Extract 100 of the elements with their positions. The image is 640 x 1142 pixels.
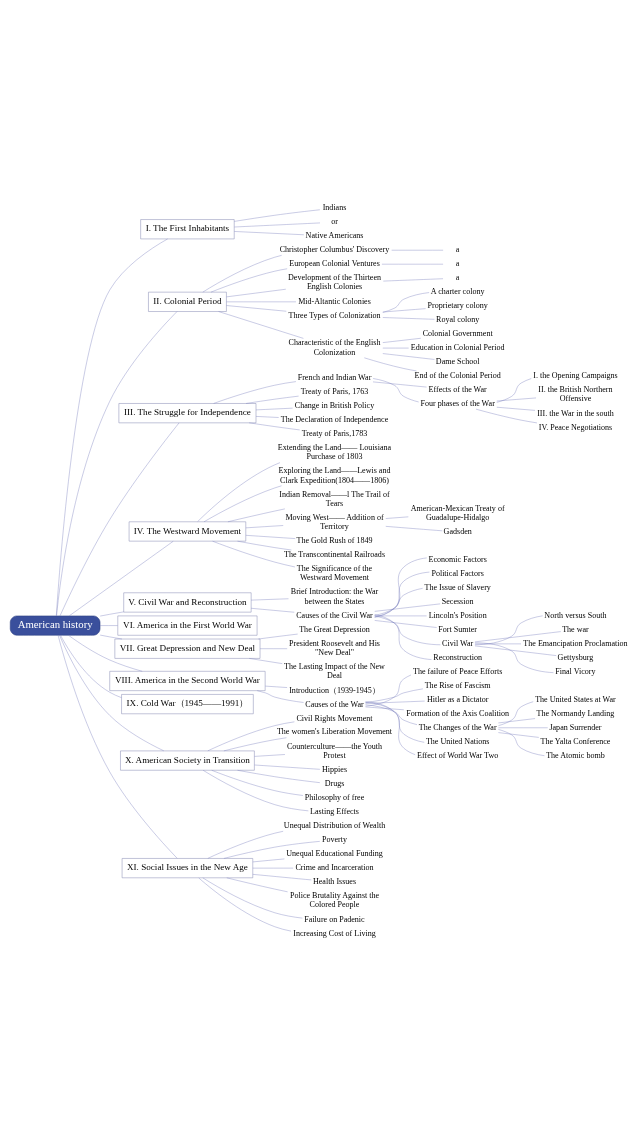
- connector: [202, 255, 282, 293]
- connector: [100, 611, 124, 617]
- node-text: Lincoln's Position: [428, 610, 487, 620]
- connector: [365, 702, 425, 743]
- node-text: President Roosevelt and His "New Deal": [289, 639, 380, 658]
- connector: [250, 598, 289, 601]
- connector: [245, 535, 296, 539]
- node-text: Development of the Thirteen English Colonies: [288, 273, 382, 292]
- connector: [202, 877, 303, 919]
- node-text: Effect of World War Two: [417, 750, 499, 760]
- node-text: Gadsden: [443, 526, 472, 536]
- node-text: Final Vicory: [555, 666, 596, 676]
- node-text: The Declaration of Independence: [280, 415, 389, 425]
- node-text: A charter colony: [430, 287, 485, 297]
- node-text: Formation of the Axis Coalition: [406, 708, 510, 718]
- connector: [197, 462, 281, 522]
- node-text: Reconstruction: [433, 652, 483, 662]
- node-box: American history: [9, 615, 101, 636]
- connector: [374, 588, 423, 616]
- node-text: a: [455, 273, 460, 283]
- connector: [374, 620, 437, 628]
- node-text: Three Types of Colonization: [288, 310, 381, 320]
- connector: [474, 643, 522, 645]
- node-text: Japan Surrender: [549, 722, 602, 732]
- connector: [254, 754, 286, 757]
- connector: [207, 721, 295, 751]
- node-text: Treaty of Paris,1783: [301, 429, 368, 439]
- connector: [365, 674, 412, 707]
- node-box: III. The Struggle for Independence: [118, 403, 257, 424]
- node-text: Drugs: [324, 779, 345, 789]
- node-text: Lasting Effects: [310, 807, 359, 817]
- connector: [234, 209, 321, 222]
- connector: [365, 701, 416, 755]
- node-box: VIII. America in the Second World War: [109, 671, 266, 691]
- node-text: Brief Introduction: the War between the States: [290, 587, 379, 606]
- node-text: North versus South: [544, 610, 607, 620]
- node-text: Change in British Policy: [294, 401, 375, 411]
- node-text: The Great Depression: [299, 624, 370, 634]
- node-text: The war: [562, 624, 589, 634]
- node-text: Causes of the Civil War: [296, 610, 373, 620]
- node-text: Economic Factors: [428, 554, 487, 564]
- node-text: The failure of Peace Efforts: [413, 666, 503, 676]
- node-text: Unequal Distribution of Wealth: [283, 821, 386, 831]
- connector: [212, 541, 296, 568]
- connector: [372, 381, 427, 388]
- connector: [496, 397, 537, 402]
- node-box: IV. The Westward Movement: [128, 521, 247, 542]
- connector: [198, 877, 292, 932]
- node-text: Secession: [441, 596, 474, 606]
- connector: [374, 615, 427, 617]
- connector: [234, 222, 321, 228]
- connector: [56, 311, 178, 616]
- node-text: Philosophy of free: [304, 793, 365, 803]
- connector: [474, 615, 543, 645]
- node-text: Mid-Altantic Colonies: [298, 296, 371, 306]
- node-text: Royal colony: [436, 315, 480, 324]
- connector: [59, 422, 180, 616]
- connector: [374, 557, 427, 618]
- connector: [374, 615, 441, 645]
- connector: [237, 770, 321, 783]
- node-box: VII. Great Depression and New Deal: [114, 638, 261, 659]
- connector: [218, 311, 304, 339]
- node-text: IV. Peace Negotiations: [538, 422, 613, 432]
- connector: [265, 685, 288, 688]
- connector: [498, 732, 539, 738]
- connector: [374, 571, 430, 618]
- node-text: The Transcontinental Railroads: [284, 550, 386, 560]
- connector: [226, 301, 297, 303]
- connector: [226, 877, 288, 893]
- node-text: a: [455, 259, 460, 269]
- node-text: The Changes of the War: [418, 722, 497, 732]
- node-text: The Issue of Slavery: [424, 582, 491, 592]
- node-text: French and Indian War: [297, 373, 372, 383]
- connector: [227, 508, 286, 522]
- node-text: Unequal Educational Funding: [286, 849, 383, 859]
- node-text: Dame School: [435, 356, 480, 366]
- node-box: V. Civil War and Reconstruction: [123, 592, 252, 613]
- node-text: The Atomic bomb: [546, 750, 605, 760]
- node-text: The Gold Rush of 1849: [296, 536, 373, 546]
- connector: [100, 634, 123, 640]
- connector: [223, 737, 287, 752]
- connector: [56, 238, 168, 617]
- connector: [69, 541, 174, 617]
- connector: [226, 289, 286, 298]
- connector: [57, 635, 178, 859]
- node-text: Counterculture——the Youth Protest: [286, 741, 383, 760]
- connector: [365, 688, 424, 703]
- node-text: Gettysburg: [557, 652, 594, 662]
- node-text: Four phases of the War: [420, 398, 495, 408]
- connector: [365, 706, 404, 710]
- connector: [498, 718, 536, 724]
- node-text: Education in Colonial Period: [410, 342, 505, 352]
- node-text: Characteristic of the English Colonization: [288, 338, 381, 357]
- node-text: Failure on Padenic: [304, 914, 365, 924]
- connector: [99, 625, 118, 626]
- connector: [211, 770, 304, 796]
- connector: [382, 308, 426, 313]
- node-text: Fort Sumter: [438, 624, 478, 634]
- connector: [245, 395, 299, 404]
- node-text: Health Issues: [312, 876, 357, 886]
